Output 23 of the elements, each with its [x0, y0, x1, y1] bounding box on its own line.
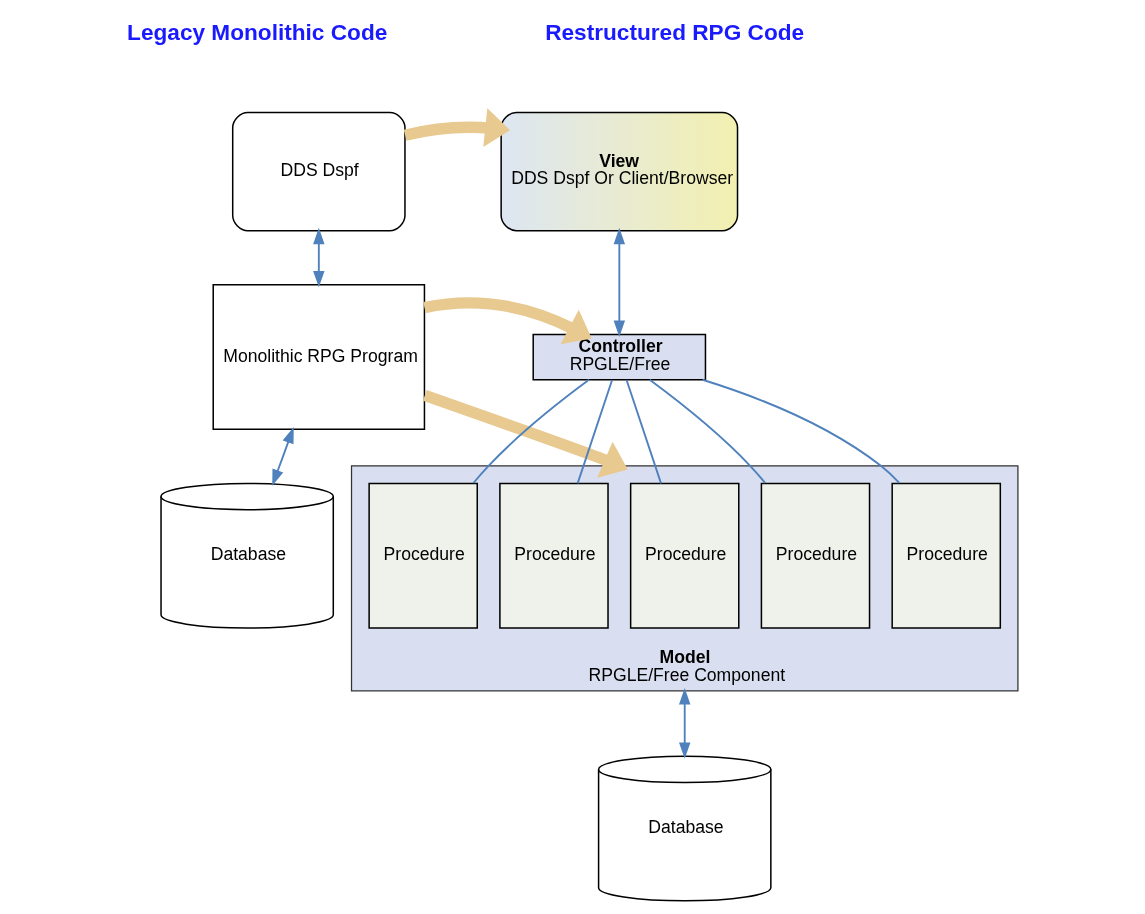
- arrow: [423, 297, 592, 345]
- connector: [648, 378, 767, 484]
- arrow: [679, 688, 691, 759]
- connector: [576, 379, 614, 485]
- node-box: Controller RPGLE/Free: [532, 333, 707, 381]
- arrow: [313, 227, 325, 288]
- arrow: [403, 108, 510, 148]
- node-box: Procedure: [629, 482, 740, 629]
- arrow: [422, 390, 628, 478]
- node-box: DDS Dspf: [231, 111, 406, 232]
- connector: [701, 378, 901, 484]
- arrow: [272, 427, 294, 486]
- node-box: Procedure: [499, 482, 609, 629]
- label: Legacy Monolithic Code: [127, 20, 388, 46]
- arrow: [613, 227, 626, 337]
- node-box: Procedure: [368, 482, 478, 629]
- connector: [472, 378, 590, 484]
- label: Restructured RPG Code: [545, 20, 805, 46]
- node-box: Procedure: [891, 482, 1002, 629]
- node-box: View DDS Dspf Or Client/Browser: [500, 111, 739, 232]
- node-box: Procedure: [760, 482, 871, 629]
- connector: [625, 379, 662, 485]
- node-box: Monolithic RPG Program: [212, 284, 426, 431]
